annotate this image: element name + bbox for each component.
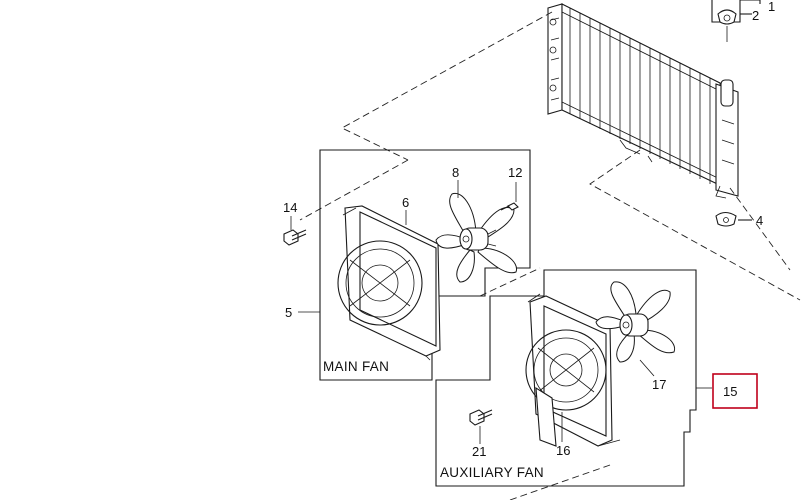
callout-1: 1 — [768, 0, 775, 14]
bolt-12 — [500, 182, 519, 211]
callout-15-highlight[interactable]: 15 — [712, 373, 758, 409]
callout-21: 21 — [472, 444, 486, 459]
radiator — [547, 3, 739, 199]
callout-8: 8 — [452, 165, 459, 180]
callout-4: 4 — [756, 213, 763, 228]
auxiliary-fan-shroud — [525, 293, 621, 447]
callout-6: 6 — [402, 195, 409, 210]
assembly-dashed-lines — [299, 11, 801, 500]
callout-2: 2 — [752, 8, 759, 23]
callout-14: 14 — [283, 200, 297, 215]
bolt-21 — [469, 409, 493, 444]
callout-17: 17 — [652, 377, 666, 392]
highlight-box — [712, 373, 758, 409]
main-fan-leaders — [298, 180, 459, 313]
main-fan-label: MAIN FAN — [323, 359, 389, 374]
auxiliary-fan-leaders — [561, 359, 712, 442]
bolt-14 — [283, 216, 307, 246]
upper-mount-part — [711, 0, 761, 42]
lower-mount-part — [715, 211, 752, 227]
callout-16: 16 — [556, 443, 570, 458]
main-fan-shroud — [337, 205, 441, 361]
callout-12: 12 — [508, 165, 522, 180]
callout-15: 15 — [723, 384, 737, 399]
callout-5: 5 — [285, 305, 292, 320]
main-fan-box — [319, 149, 531, 381]
auxiliary-fan-motor — [619, 313, 649, 337]
auxiliary-fan-box — [435, 269, 697, 487]
auxiliary-fan-label: AUXILIARY FAN — [440, 465, 544, 480]
main-fan-motor — [459, 227, 497, 251]
